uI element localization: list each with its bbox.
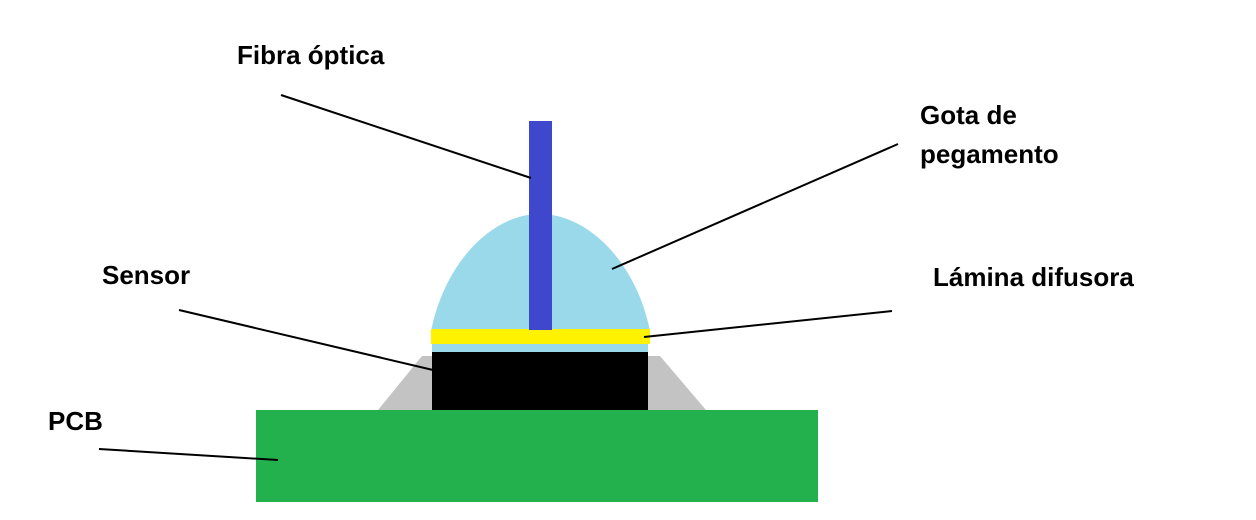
label-pcb: PCB — [48, 406, 103, 436]
pcb-board — [256, 410, 818, 502]
label-glue-drop-line1: Gota de — [920, 100, 1017, 130]
glue-fillet-right — [648, 356, 706, 410]
leader-line-pcb — [98, 448, 279, 461]
leader-line-glue-drop — [611, 143, 899, 270]
label-sensor: Sensor — [102, 260, 190, 290]
label-diffuser-sheet: Lámina difusora — [933, 262, 1134, 292]
sensor-block — [432, 352, 648, 412]
leader-line-diffuser — [643, 310, 893, 338]
sensor-top-layer — [432, 343, 648, 353]
leader-line-fiber — [280, 94, 532, 179]
label-glue-drop-line2: pegamento — [920, 139, 1059, 169]
glue-fillet-left — [378, 356, 432, 410]
label-optical-fiber: Fibra óptica — [237, 40, 385, 70]
leader-line-sensor — [178, 309, 434, 371]
diffuser-sheet — [431, 329, 650, 344]
optical-fiber — [529, 121, 552, 330]
